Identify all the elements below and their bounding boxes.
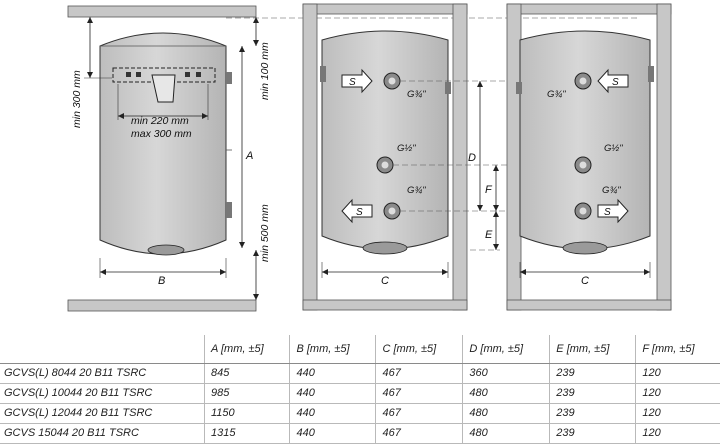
- cell-c: 467: [375, 363, 463, 384]
- header-d: D [mm, ±5]: [462, 335, 550, 364]
- label-dim-f: F: [485, 184, 493, 196]
- cell-b: 440: [289, 403, 376, 424]
- cell-c: 467: [375, 403, 463, 424]
- header-b: B [mm, ±5]: [289, 335, 376, 364]
- cell-f: 120: [635, 383, 720, 404]
- table-row: GCVS(L) 12044 20 B11 TSRC 1150 440 467 4…: [0, 403, 720, 424]
- label-g34-top-left: G¾": [407, 89, 426, 100]
- label-dim-d: D: [468, 152, 476, 164]
- front-view: min 220 mm max 300 mm B min 300 mm A min…: [67, 5, 640, 312]
- cell-c: 467: [375, 423, 463, 444]
- cell-d: 480: [462, 403, 550, 424]
- cell-a: 1315: [203, 423, 290, 444]
- cell-f: 120: [635, 403, 720, 424]
- inlet-arrow-top: [341, 68, 373, 94]
- cell-model: GCVS(L) 12044 20 B11 TSRC: [0, 403, 205, 424]
- label-dim-a: A: [245, 150, 253, 162]
- label-min-100: min 100 mm: [259, 42, 271, 100]
- outlet-arrow-bottom-right: [597, 198, 629, 224]
- ceiling-slab: [67, 5, 257, 18]
- table-row: GCVS(L) 8044 20 B11 TSRC 845 440 467 360…: [0, 363, 720, 384]
- hanger-hook: [151, 74, 176, 103]
- table-header-row: A [mm, ±5] B [mm, ±5] C [mm, ±5] D [mm, …: [0, 335, 720, 364]
- label-dim-c-right: C: [581, 275, 589, 287]
- cell-e: 239: [549, 383, 636, 404]
- table-row: GCVS(L) 10044 20 B11 TSRC 985 440 467 48…: [0, 383, 720, 404]
- cell-b: 440: [289, 383, 376, 404]
- label-min-500: min 500 mm: [259, 204, 271, 262]
- cell-e: 239: [549, 363, 636, 384]
- side-clamp-bottom: [226, 202, 232, 218]
- label-dim-e: E: [485, 229, 493, 241]
- header-f: F [mm, ±5]: [635, 335, 720, 364]
- cell-c: 467: [375, 383, 463, 404]
- floor-slab: [67, 299, 257, 312]
- header-model: [0, 335, 205, 364]
- side-clamp-top: [226, 72, 232, 84]
- outlet-arrow-bottom: [341, 198, 373, 224]
- label-g34-bottom-left: G¾": [407, 185, 426, 196]
- label-dim-b: B: [158, 275, 165, 287]
- cell-model: GCVS(L) 10044 20 B11 TSRC: [0, 383, 205, 404]
- inlet-arrow-top-right: [597, 68, 629, 94]
- header-e: E [mm, ±5]: [549, 335, 636, 364]
- cell-b: 440: [289, 423, 376, 444]
- cell-b: 440: [289, 363, 376, 384]
- cell-model: GCVS(L) 8044 20 B11 TSRC: [0, 363, 205, 384]
- header-c: C [mm, ±5]: [375, 335, 463, 364]
- cell-a: 1150: [203, 403, 290, 424]
- side-view-right: S G¾" G½" G¾" S C: [506, 3, 672, 311]
- label-s-bottom: S: [356, 207, 363, 218]
- tank-body-side-left: [321, 30, 449, 250]
- label-g12-left: G½": [397, 143, 416, 154]
- mounting-bracket: [112, 67, 216, 83]
- header-a: A [mm, ±5]: [203, 335, 290, 364]
- tank-body-front: [99, 32, 227, 255]
- cell-model: GCVS 15044 20 B11 TSRC: [0, 423, 205, 444]
- label-g34-bottom-right: G¾": [602, 185, 621, 196]
- cell-d: 480: [462, 423, 550, 444]
- cell-d: 360: [462, 363, 550, 384]
- cell-d: 480: [462, 383, 550, 404]
- cell-f: 120: [635, 423, 720, 444]
- label-s-bottom-right: S: [604, 207, 611, 218]
- table-row: GCVS 15044 20 B11 TSRC 1315 440 467 480 …: [0, 423, 720, 444]
- cell-a: 845: [203, 363, 290, 384]
- label-g34-top-right: G¾": [547, 89, 566, 100]
- label-s-top-right: S: [612, 77, 619, 88]
- cell-f: 120: [635, 363, 720, 384]
- label-max-300: max 300 mm: [131, 128, 192, 140]
- label-s-top: S: [349, 77, 356, 88]
- thermostat-knob: [147, 244, 185, 256]
- label-g12-right: G½": [604, 143, 623, 154]
- dimensions-table: A [mm, ±5] B [mm, ±5] C [mm, ±5] D [mm, …: [0, 335, 720, 444]
- label-min-220: min 220 mm: [131, 115, 189, 127]
- cell-e: 239: [549, 403, 636, 424]
- label-dim-c-left: C: [381, 275, 389, 287]
- cell-e: 239: [549, 423, 636, 444]
- cell-a: 985: [203, 383, 290, 404]
- label-min-300: min 300 mm: [71, 70, 83, 128]
- side-view-left: S G¾" G½" G¾" S C: [302, 3, 468, 311]
